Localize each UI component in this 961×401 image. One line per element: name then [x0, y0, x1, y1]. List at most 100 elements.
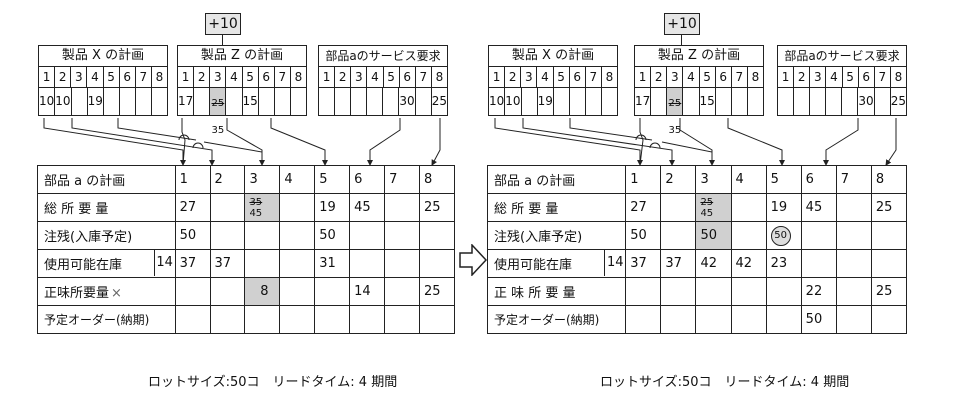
table-cell-circled: 50: [765, 221, 802, 250]
table-cell: 19: [765, 193, 802, 222]
table-cell: 37: [209, 249, 246, 278]
period-cell: 3: [667, 67, 684, 87]
value-cell: 15: [700, 88, 716, 115]
source-title: 部品aのサービス要求: [319, 46, 447, 67]
value-cell: [72, 88, 88, 115]
row-label: 総 所 要 量: [486, 193, 627, 222]
table-cell: [870, 305, 908, 334]
table-cell: [660, 193, 697, 222]
table-cell: 25: [418, 277, 456, 306]
period-header: 3: [695, 165, 732, 194]
period-header: 5: [765, 165, 802, 194]
table-cell: 27: [625, 193, 662, 222]
value-cell: [367, 88, 384, 115]
table-cell: [244, 305, 281, 334]
table-cell-changed: 50: [695, 221, 732, 250]
table-cell: [418, 221, 456, 250]
table-cell: [349, 221, 386, 250]
table-cell: [174, 305, 211, 334]
value-cell: 10: [55, 88, 72, 115]
period-cell: 2: [335, 67, 352, 87]
period-cell: 6: [570, 67, 586, 87]
table-cell: [209, 221, 246, 250]
row-header: 部品 a の計画: [486, 165, 627, 194]
row-label: 正 味 所 要 量: [486, 277, 627, 306]
period-cell: 1: [489, 67, 506, 87]
table-cell: 42: [695, 249, 732, 278]
value-cell: 19: [88, 88, 104, 115]
row-label: 総 所 要 量: [37, 193, 176, 222]
table-cell: [279, 221, 316, 250]
table-cell: [625, 305, 662, 334]
table-cell: 27: [174, 193, 211, 222]
table-cell: [384, 249, 420, 278]
table-cell: [349, 305, 386, 334]
table-cell: [835, 249, 872, 278]
table-cell: [800, 249, 837, 278]
period-header: 1: [174, 165, 211, 194]
cross-mark: ×: [111, 286, 122, 301]
table-cell: 25: [870, 277, 908, 306]
row-label: 注残(入庫予定): [486, 221, 627, 250]
left-source-x: 製品 X の計画 1 2 3 4 5 6 7 8 10 10 19: [38, 45, 168, 116]
period-cell: 4: [367, 67, 384, 87]
table-cell: [279, 249, 316, 278]
value-cell: [416, 88, 432, 115]
period-cell: 7: [586, 67, 602, 87]
value-cell: 30: [858, 88, 875, 115]
table-cell: [418, 249, 456, 278]
period-cell: 2: [55, 67, 72, 87]
period-cell: 8: [605, 70, 614, 84]
table-cell: [209, 193, 246, 222]
value-cell: 10: [39, 88, 56, 115]
value-cell: [651, 88, 668, 115]
period-cell: 7: [732, 67, 748, 87]
table-row: 予定オーダー(納期) 50: [486, 305, 908, 334]
period-header: 4: [279, 165, 316, 194]
period-header: 8: [418, 165, 456, 194]
table-cell: [625, 277, 662, 306]
table-cell: [418, 305, 456, 334]
table-cell: [209, 305, 246, 334]
value-cell: [319, 88, 336, 115]
value-cell: [602, 88, 617, 115]
period-cell: 4: [826, 67, 843, 87]
period-cell: 8: [894, 70, 903, 84]
period-cell: 5: [843, 67, 859, 87]
value-cell: [732, 88, 748, 115]
period-cell: 1: [319, 67, 336, 87]
period-cell: 5: [384, 67, 400, 87]
value-cell: 25: [431, 94, 448, 108]
table-cell: [835, 277, 872, 306]
table-cell: [384, 221, 420, 250]
row-label: 予定オーダー(納期): [37, 305, 176, 334]
table-cell: [870, 221, 908, 250]
table-cell: 22: [800, 277, 837, 306]
value-cell: [586, 88, 602, 115]
value-cell: 10: [489, 88, 506, 115]
period-header: 6: [349, 165, 386, 194]
value-cell: 17: [178, 88, 195, 115]
value-cell: 19: [538, 88, 554, 115]
value-cell: [259, 88, 275, 115]
right-footer-note: ロットサイズ:50コ リードタイム: 4 期間: [600, 375, 850, 390]
right-plus-stem: [681, 34, 682, 45]
source-title: 製品 X の計画: [39, 46, 167, 67]
source-title: 製品 Z の計画: [635, 46, 763, 67]
table-cell: 25: [870, 193, 908, 222]
value-cell: 17: [635, 88, 652, 115]
table-cell: [765, 305, 802, 334]
table-row: 部品 a の計画 1 2 3 4 5 6 7 8: [37, 165, 456, 194]
period-cell: 8: [435, 70, 444, 84]
left-plus-box: +10: [205, 13, 241, 35]
period-cell: 6: [716, 67, 732, 87]
row-label: 正味所要量×: [37, 277, 176, 306]
table-row: 正 味 所 要 量 22 25: [486, 277, 908, 306]
table-cell: [730, 277, 767, 306]
table-cell: [349, 249, 386, 278]
